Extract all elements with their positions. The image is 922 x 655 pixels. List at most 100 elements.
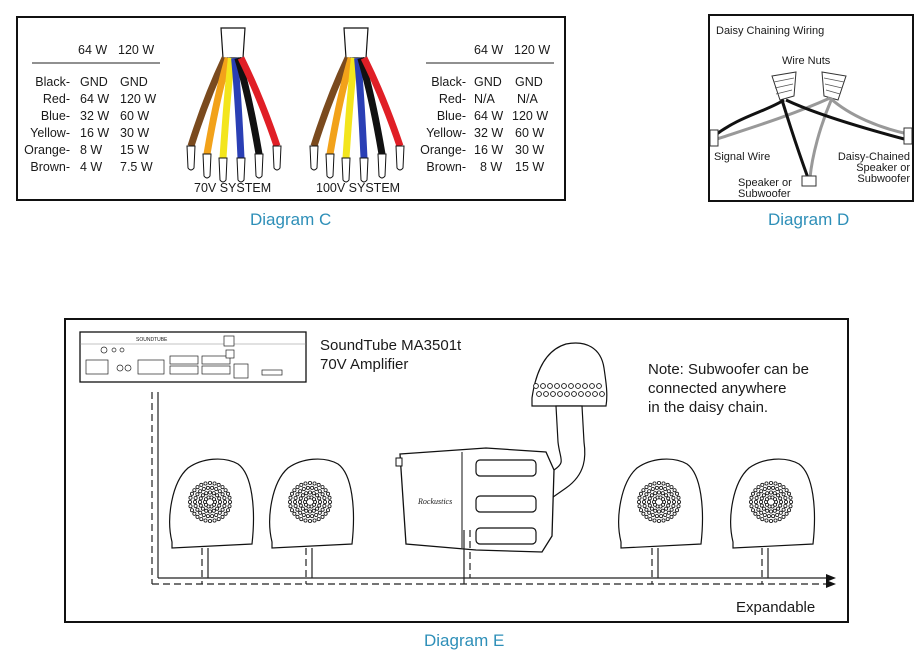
- right-row-120w: 60 W: [515, 126, 544, 140]
- grille-hole: [192, 488, 197, 493]
- grille-hole: [659, 514, 664, 519]
- grille-hole: [776, 506, 781, 511]
- sub-brand: Rockustics: [417, 497, 452, 506]
- note-line3: in the daisy chain.: [648, 399, 768, 416]
- grille-hole: [672, 511, 677, 516]
- speaker-box: [801, 175, 817, 187]
- grille-hole: [312, 518, 317, 523]
- grille-hole: [777, 482, 782, 487]
- diagram-c-caption: Diagram C: [250, 210, 332, 229]
- right-row-120w: 120 W: [512, 109, 548, 123]
- grille-hole: [316, 482, 321, 487]
- grille-hole: [641, 488, 646, 493]
- left-row-120w: 7.5 W: [120, 160, 153, 174]
- right-row-label: Blue-: [437, 109, 466, 123]
- grille-hole: [666, 489, 671, 494]
- left-header-64w: 64 W: [78, 43, 107, 57]
- grille-hole: [193, 504, 198, 509]
- grille-hole: [596, 383, 602, 389]
- grille-hole: [195, 492, 200, 497]
- grille-hole: [220, 485, 225, 490]
- grille-hole: [671, 504, 676, 509]
- grille-hole: [659, 485, 664, 490]
- wire-nut-icon: [771, 71, 797, 101]
- grille-hole: [781, 492, 786, 497]
- grille-hole: [195, 507, 200, 512]
- grille-hole: [217, 489, 222, 494]
- left-row-120w: 30 W: [120, 126, 149, 140]
- left-row-label: Red-: [43, 92, 70, 106]
- grille-hole: [778, 510, 783, 515]
- grille-hole: [657, 490, 662, 495]
- grille-hole: [288, 504, 293, 509]
- grille-hole: [652, 481, 657, 486]
- diagram-e-svg: SOUNDTUBE SoundTube MA3501t 70V Amplifie…: [79, 331, 836, 616]
- grille-hole: [775, 486, 780, 491]
- wire-tip: [202, 153, 212, 179]
- arrow-head-icon: [826, 580, 836, 588]
- grille-hole: [789, 500, 794, 505]
- grille-hole: [554, 383, 560, 389]
- grille-hole: [192, 511, 197, 516]
- grille-hole: [788, 504, 793, 509]
- grille-hole: [198, 503, 203, 508]
- grille-hole: [787, 491, 792, 496]
- grille-hole: [654, 485, 659, 490]
- grille-hole: [660, 491, 665, 496]
- grille-hole: [303, 481, 308, 486]
- grille-hole: [665, 517, 670, 522]
- left-row-64w: GND: [80, 75, 108, 89]
- grille-hole: [287, 500, 292, 505]
- grille-hole: [661, 481, 666, 486]
- grille-hole: [666, 510, 671, 515]
- diagram-d-svg: Daisy Chaining Wiring Wire Nuts Signal W…: [709, 25, 913, 200]
- grille-hole: [664, 493, 669, 498]
- grille-hole: [765, 508, 770, 513]
- grille-hole: [289, 508, 294, 513]
- left-row-120w: GND: [120, 75, 148, 89]
- grille-hole: [314, 486, 319, 491]
- grille-hole: [773, 497, 778, 502]
- grille-hole: [778, 503, 783, 508]
- grille-hole: [649, 506, 654, 511]
- grille-hole: [195, 485, 200, 490]
- grille-hole: [760, 482, 765, 487]
- grille-hole: [301, 486, 306, 491]
- grille-hole: [297, 500, 302, 505]
- grille-hole: [669, 507, 674, 512]
- grille-hole: [650, 486, 655, 491]
- grille-hole: [775, 513, 780, 518]
- grille-hole: [749, 495, 754, 500]
- grille-hole: [636, 500, 641, 505]
- right-row-64w: 64 W: [474, 109, 503, 123]
- grille-hole: [317, 503, 322, 508]
- grille-hole: [657, 519, 662, 524]
- grille-hole: [199, 517, 204, 522]
- grille-hole: [293, 504, 298, 509]
- grille-hole: [323, 511, 328, 516]
- grille-hole: [788, 495, 793, 500]
- grille-hole: [761, 493, 766, 498]
- grille-hole: [195, 514, 200, 519]
- grille-hole: [756, 514, 761, 519]
- grille-hole: [308, 480, 313, 485]
- grille-hole: [766, 514, 771, 519]
- left-row-64w: 32 W: [80, 109, 109, 123]
- grille-hole: [204, 508, 209, 513]
- grille-hole: [217, 510, 222, 515]
- grille-hole: [762, 486, 767, 491]
- grille-hole: [582, 383, 588, 389]
- wire-yellow: [342, 57, 358, 159]
- grille-hole: [778, 496, 783, 501]
- wire-yellow: [219, 57, 235, 159]
- daisy-title: Daisy Chaining Wiring: [716, 25, 824, 37]
- daisy-label-line2: Speaker or: [856, 162, 910, 174]
- grille-hole: [210, 514, 215, 519]
- left-row-64w: 4 W: [80, 160, 102, 174]
- rock-speaker: [269, 458, 355, 549]
- wire-tip: [359, 157, 369, 183]
- diagram-d-frame: Daisy Chaining Wiring Wire Nuts Signal W…: [708, 14, 914, 202]
- grille-hole: [781, 485, 786, 490]
- grille-hole: [575, 383, 581, 389]
- grille-hole: [216, 482, 221, 487]
